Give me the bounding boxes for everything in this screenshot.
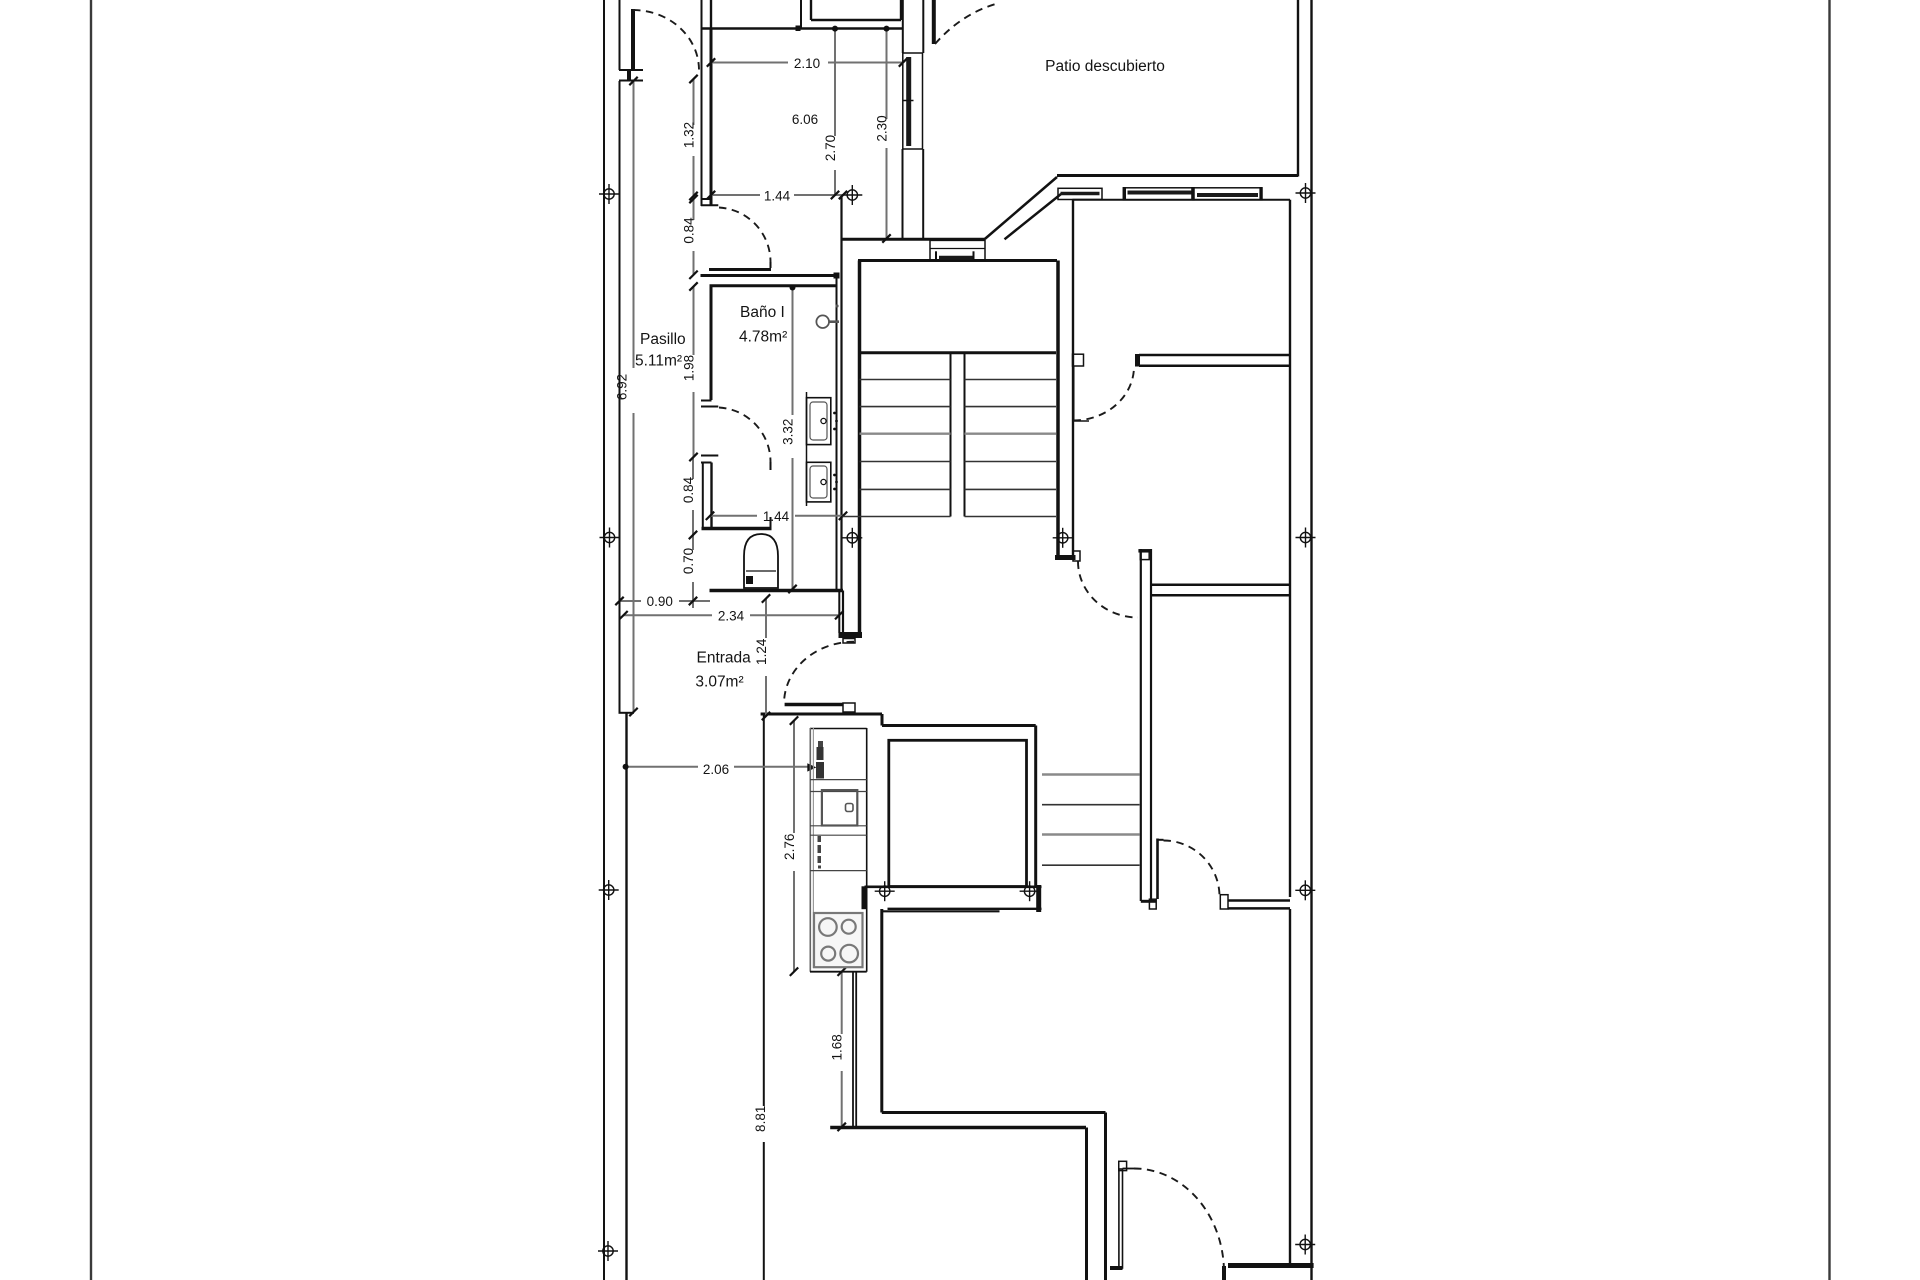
svg-text:2.34: 2.34 [718,609,745,624]
svg-text:1.32: 1.32 [682,122,697,148]
svg-text:0.84: 0.84 [681,476,696,503]
svg-text:6.92: 6.92 [615,374,630,400]
svg-text:2.30: 2.30 [875,115,890,141]
svg-text:0.70: 0.70 [681,548,696,574]
svg-text:1.44: 1.44 [764,189,791,204]
svg-text:1.98: 1.98 [682,355,697,381]
svg-text:2.76: 2.76 [782,834,797,860]
svg-text:Entrada: Entrada [697,650,752,667]
svg-text:2.70: 2.70 [823,135,838,161]
svg-text:6.06: 6.06 [792,112,818,127]
svg-text:2.06: 2.06 [703,762,729,777]
svg-text:3.32: 3.32 [781,419,796,445]
svg-text:4.78m²: 4.78m² [739,329,787,346]
svg-text:5.11m²: 5.11m² [635,353,682,370]
svg-text:1.44: 1.44 [763,509,790,524]
svg-text:Patio descubierto: Patio descubierto [1045,58,1165,75]
svg-text:1.24: 1.24 [754,638,769,665]
svg-text:0.90: 0.90 [647,594,673,609]
svg-text:2.10: 2.10 [794,56,820,71]
svg-text:1.68: 1.68 [830,1034,845,1060]
svg-text:0.84: 0.84 [682,217,697,244]
svg-text:Pasillo: Pasillo [640,331,686,348]
svg-text:Baño I: Baño I [740,304,785,321]
svg-text:8.81: 8.81 [753,1106,768,1132]
svg-text:3.07m²: 3.07m² [695,674,743,691]
